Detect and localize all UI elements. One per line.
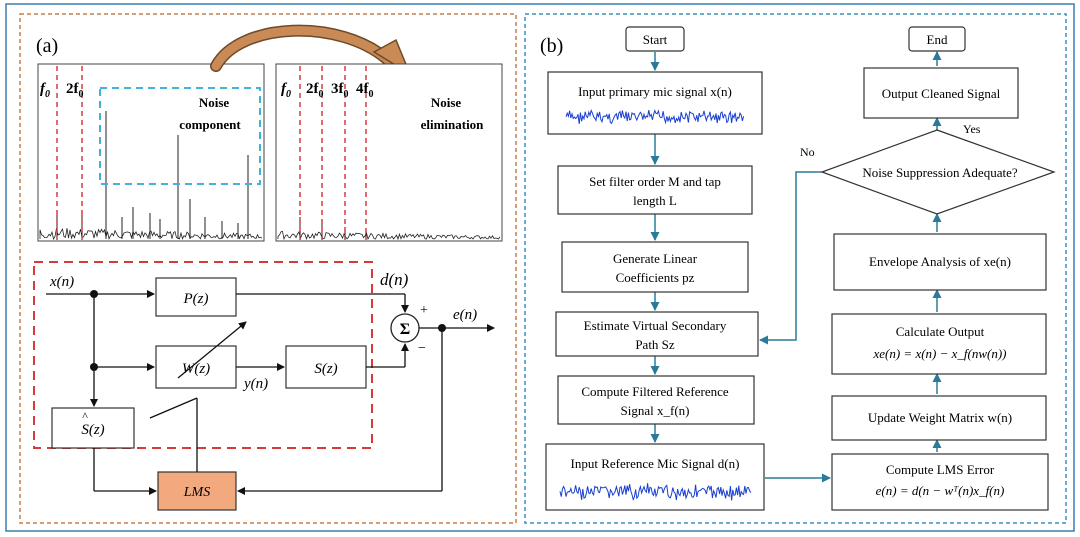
step-output-cleaned bbox=[863, 67, 1019, 119]
step-generate-coeffs bbox=[561, 241, 749, 293]
adaptive-filter-region bbox=[33, 261, 373, 449]
right-3f0-label: 3f0 bbox=[331, 81, 349, 100]
right-f0-label: f0 bbox=[281, 81, 291, 100]
step-generate-coeffs-label-1: Generate Linear bbox=[613, 251, 698, 266]
noise-component-label-1: Noise bbox=[199, 95, 230, 110]
s-hat-z-block bbox=[51, 407, 135, 449]
panel-b-label: (b) bbox=[540, 35, 563, 57]
flow-right-column: Output Cleaned Signal Noise Suppression … bbox=[800, 67, 1056, 511]
step-input-primary-label: Input primary mic signal x(n) bbox=[578, 84, 732, 99]
step-set-filter bbox=[557, 165, 753, 215]
spectrum-left: f0 2f0 Noise component bbox=[37, 63, 265, 242]
step-filtered-ref-label-1: Compute Filtered Reference bbox=[581, 384, 729, 399]
p-z-block bbox=[155, 277, 237, 317]
right-2f0-label: 2f0 bbox=[306, 81, 324, 100]
noise-component-box bbox=[99, 87, 261, 185]
step-lms-error-label-2: e(n) = d(n − wᵀ(n)x_f(n) bbox=[876, 483, 1005, 498]
outer-border bbox=[5, 3, 1075, 532]
step-update-weight-label: Update Weight Matrix w(n) bbox=[868, 410, 1012, 425]
w-z-block bbox=[155, 345, 237, 389]
s-z-label: S(z) bbox=[314, 361, 337, 377]
block-diagram: x(n) d(n) e(n) y(n) P(z) W(z) S(z) S(z) … bbox=[33, 261, 495, 511]
primary-waveform bbox=[565, 108, 745, 125]
d-n-label: d(n) bbox=[380, 270, 409, 289]
w-z-label: W(z) bbox=[182, 361, 210, 377]
step-set-filter-label-1: Set filter order M and tap bbox=[589, 174, 721, 189]
e-n-label: e(n) bbox=[453, 307, 477, 323]
svg-text:^: ^ bbox=[82, 409, 88, 423]
plus-sign: + bbox=[420, 303, 428, 318]
flow-left-column: Input primary mic signal x(n) Set filter… bbox=[545, 71, 765, 511]
step-input-reference-label: Input Reference Mic Signal d(n) bbox=[571, 456, 740, 471]
minus-sign: − bbox=[418, 341, 426, 356]
yes-label: Yes bbox=[963, 122, 981, 136]
step-envelope-label: Envelope Analysis of xe(n) bbox=[869, 254, 1011, 269]
right-4f0-label: 4f0 bbox=[356, 81, 374, 100]
step-input-reference bbox=[545, 443, 765, 511]
step-filtered-ref bbox=[557, 375, 755, 425]
step-set-filter-label-2: length L bbox=[633, 193, 677, 208]
step-estimate-path-label-1: Estimate Virtual Secondary bbox=[584, 318, 727, 333]
left-2f0-label: 2f0 bbox=[66, 81, 84, 100]
step-lms-error-label-1: Compute LMS Error bbox=[886, 462, 995, 477]
no-label: No bbox=[800, 145, 815, 159]
noise-component-label-2: component bbox=[179, 117, 241, 132]
left-f0-label: f0 bbox=[40, 81, 50, 100]
sum-symbol: Σ bbox=[400, 321, 410, 338]
step-envelope bbox=[833, 233, 1047, 291]
decision-label: Noise Suppression Adequate? bbox=[862, 165, 1017, 180]
step-lms-error bbox=[831, 453, 1049, 511]
panel-a-border bbox=[19, 13, 517, 524]
end-terminal bbox=[908, 26, 966, 52]
step-filtered-ref-label-2: Signal x_f(n) bbox=[621, 403, 690, 418]
y-n-label: y(n) bbox=[242, 376, 268, 392]
lms-block bbox=[157, 471, 237, 511]
p-z-label: P(z) bbox=[183, 291, 209, 307]
lms-label: LMS bbox=[183, 485, 210, 500]
start-label: Start bbox=[643, 32, 668, 47]
noise-elimination-label-2: elimination bbox=[421, 117, 485, 132]
s-hat-z-label: S(z) bbox=[81, 422, 104, 438]
spectrum-right: f0 2f0 3f0 4f0 Noise elimination bbox=[275, 63, 503, 242]
step-output-cleaned-label: Output Cleaned Signal bbox=[882, 86, 1001, 101]
start-terminal bbox=[625, 26, 685, 52]
reference-waveform bbox=[559, 483, 752, 502]
step-update-weight bbox=[831, 395, 1047, 441]
step-calc-output bbox=[831, 313, 1047, 375]
s-z-block bbox=[285, 345, 367, 389]
panel-a-label: (a) bbox=[36, 35, 58, 57]
x-n-label: x(n) bbox=[49, 274, 74, 290]
step-input-primary bbox=[547, 71, 763, 135]
step-calc-output-label-2: xe(n) = x(n) − x_f(nw(n)) bbox=[872, 346, 1006, 361]
end-label: End bbox=[927, 32, 948, 47]
step-calc-output-label-1: Calculate Output bbox=[896, 324, 985, 339]
noise-elimination-label-1: Noise bbox=[431, 95, 462, 110]
decision-diamond bbox=[820, 129, 1056, 215]
step-estimate-path-label-2: Path Sz bbox=[635, 337, 675, 352]
step-estimate-path bbox=[555, 311, 759, 357]
step-generate-coeffs-label-2: Coefficients pz bbox=[616, 270, 695, 285]
